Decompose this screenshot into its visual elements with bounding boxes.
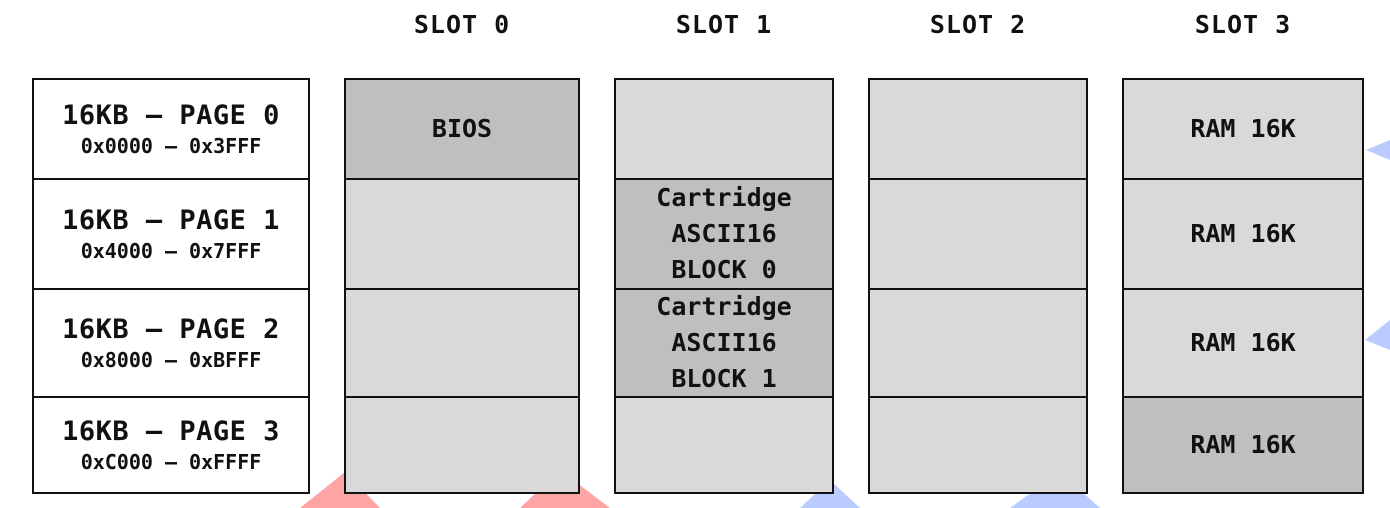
slot-1-page-0-cell — [616, 80, 832, 178]
slot-2-column — [868, 78, 1088, 494]
slot-1-page-1-cell: Cartridge ASCII16 BLOCK 0 — [616, 178, 832, 288]
slot-0-title: SLOT 0 — [413, 10, 511, 39]
slot-3-column: RAM 16K RAM 16K RAM 16K RAM 16K — [1122, 78, 1364, 494]
page-2-cell: 16KB — PAGE 2 0x8000 – 0xBFFF — [34, 288, 308, 396]
page-1-title: 16KB — PAGE 1 — [62, 205, 280, 236]
page-3-title: 16KB — PAGE 3 — [62, 416, 280, 447]
slot-0-page-0-label: BIOS — [431, 114, 493, 143]
slot-3-page-2-label: RAM 16K — [1190, 328, 1296, 357]
slot-0-page-0-cell: BIOS — [346, 80, 578, 178]
slot-3-page-0-label: RAM 16K — [1190, 114, 1296, 143]
page-3-range: 0xC000 – 0xFFFF — [80, 450, 262, 474]
page-column: 16KB — PAGE 0 0x0000 – 0x3FFF 16KB — PAG… — [32, 78, 310, 494]
page-1-range: 0x4000 – 0x7FFF — [80, 239, 262, 263]
slot-0-page-2-cell — [346, 288, 578, 396]
slot-0-column: BIOS — [344, 78, 580, 494]
slot-1-page-3-cell — [616, 396, 832, 492]
slot-3-page-3-cell: RAM 16K — [1124, 396, 1362, 492]
slot-2-page-2-cell — [870, 288, 1086, 396]
page-2-title: 16KB — PAGE 2 — [62, 314, 280, 345]
slot-1-page-2-label: Cartridge ASCII16 BLOCK 1 — [656, 292, 792, 393]
page-0-title: 16KB — PAGE 0 — [62, 100, 280, 131]
page-0-cell: 16KB — PAGE 0 0x0000 – 0x3FFF — [34, 80, 308, 178]
slot-1-page-2-cell: Cartridge ASCII16 BLOCK 1 — [616, 288, 832, 396]
page-2-range: 0x8000 – 0xBFFF — [80, 348, 262, 372]
slot-2-title: SLOT 2 — [929, 10, 1027, 39]
page-3-cell: 16KB — PAGE 3 0xC000 – 0xFFFF — [34, 396, 308, 492]
slot-0-page-3-cell — [346, 396, 578, 492]
slot-3-title: SLOT 3 — [1194, 10, 1292, 39]
slot-3-page-1-cell: RAM 16K — [1124, 178, 1362, 288]
slot-3-page-2-cell: RAM 16K — [1124, 288, 1362, 396]
page-0-range: 0x0000 – 0x3FFF — [80, 134, 262, 158]
slot-2-page-1-cell — [870, 178, 1086, 288]
slot-2-page-3-cell — [870, 396, 1086, 492]
slot-0-page-1-cell — [346, 178, 578, 288]
slot-1-page-1-label: Cartridge ASCII16 BLOCK 0 — [656, 183, 792, 284]
slot-2-page-0-cell — [870, 80, 1086, 178]
slot-3-page-3-label: RAM 16K — [1190, 430, 1296, 459]
page-1-cell: 16KB — PAGE 1 0x4000 – 0x7FFF — [34, 178, 308, 288]
slot-1-title: SLOT 1 — [675, 10, 773, 39]
slot-3-page-0-cell: RAM 16K — [1124, 80, 1362, 178]
slot-3-page-1-label: RAM 16K — [1190, 219, 1296, 248]
slot-1-column: Cartridge ASCII16 BLOCK 0 Cartridge ASCI… — [614, 78, 834, 494]
